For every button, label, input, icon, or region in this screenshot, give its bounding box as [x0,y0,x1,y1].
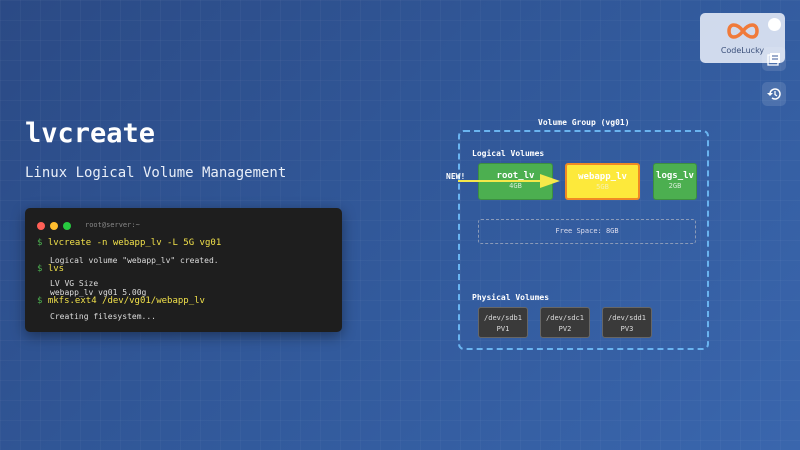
free-space: Free Space: 8GB [478,219,696,244]
new-label: NEW! [446,172,466,181]
command-line: $ lvcreate -n webapp_lv -L 5G vg01 [37,238,222,248]
page-title: lvcreate [25,118,156,149]
infinity-logo-icon [727,23,759,39]
record-button[interactable] [762,12,786,36]
pv-heading: Physical Volumes [472,293,550,302]
vg-title: Volume Group (vg01) [538,118,630,127]
page-subtitle: Linux Logical Volume Management [25,165,287,181]
lv-heading: Logical Volumes [472,149,545,158]
output-line: LV VG Size [50,279,99,288]
volume-group-box [458,130,709,350]
command-line: $ lvs [37,264,65,274]
close-dot [37,222,45,230]
history-button[interactable] [762,82,786,106]
output-line: Logical volume "webapp_lv" created. [50,256,219,265]
circle-icon [767,17,781,31]
output-line: Creating filesystem... [50,312,156,321]
maximize-dot [63,222,71,230]
command-line: $ mkfs.ext4 /dev/vg01/webapp_lv [37,296,205,306]
arrow-icon [458,174,560,188]
terminal-title: root@server:~ [85,221,140,229]
output-line: webapp_lv vg01 5.00g [50,288,147,297]
notes-icon [767,53,780,66]
minimize-dot [50,222,58,230]
notes-button[interactable] [762,47,786,71]
history-icon [767,88,781,100]
terminal-window: root@server:~ $ lvcreate -n webapp_lv -L… [25,208,342,332]
